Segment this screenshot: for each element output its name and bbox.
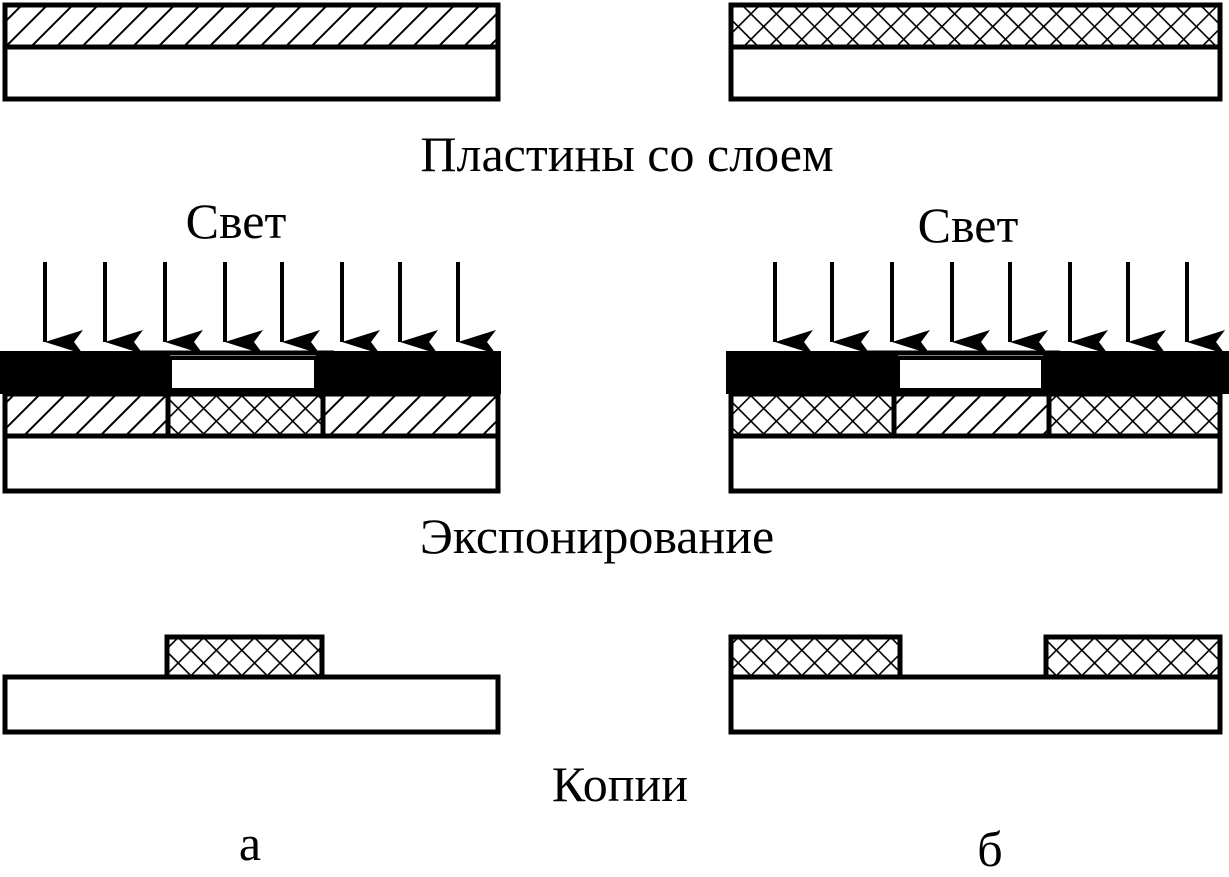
exposed-layer-b — [891, 391, 1052, 439]
variant-label-b: б — [977, 821, 1003, 877]
light-label-b: Свет — [917, 197, 1019, 253]
photomask-a-window — [168, 356, 318, 392]
substrate-a-exposure — [2, 433, 501, 494]
photomask-b-left — [726, 351, 898, 394]
positive-layer-a-left — [2, 391, 171, 439]
exposed-layer-a — [165, 391, 326, 439]
light-arrows-b — [773, 262, 1225, 354]
substrate-b-copy — [728, 674, 1223, 735]
photomask-a-left — [0, 351, 170, 394]
remaining-layer-b-right — [1043, 634, 1223, 680]
remaining-layer-b-left — [728, 634, 903, 680]
caption-plates: Пластины со слоем — [420, 126, 834, 182]
exposure-b — [726, 350, 1229, 494]
copy-a — [2, 634, 501, 735]
positive-layer-a-initial — [2, 2, 501, 50]
substrate-b-exposure — [728, 433, 1223, 494]
photomask-b-window — [896, 356, 1045, 392]
positive-layer-a-right — [320, 391, 501, 439]
variant-label-a: а — [238, 815, 262, 871]
negative-layer-b-left — [728, 391, 897, 439]
caption-copies: Копии — [551, 756, 689, 812]
copy-b — [728, 634, 1223, 735]
negative-layer-b-right — [1046, 391, 1223, 439]
photomask-b-right — [1043, 351, 1229, 394]
substrate-a-initial — [2, 44, 501, 102]
exposure-a — [0, 350, 501, 494]
plate-a-initial — [2, 2, 501, 102]
substrate-a-copy — [2, 674, 501, 735]
light-arrows-a — [43, 262, 496, 354]
substrate-b-initial — [728, 44, 1223, 102]
remaining-layer-a — [164, 634, 325, 680]
caption-exposure: Экспонирование — [419, 508, 775, 564]
light-label-a: Свет — [185, 193, 287, 249]
negative-layer-b-initial — [728, 2, 1223, 50]
plate-b-initial — [728, 2, 1223, 102]
photomask-a-right — [316, 351, 501, 394]
